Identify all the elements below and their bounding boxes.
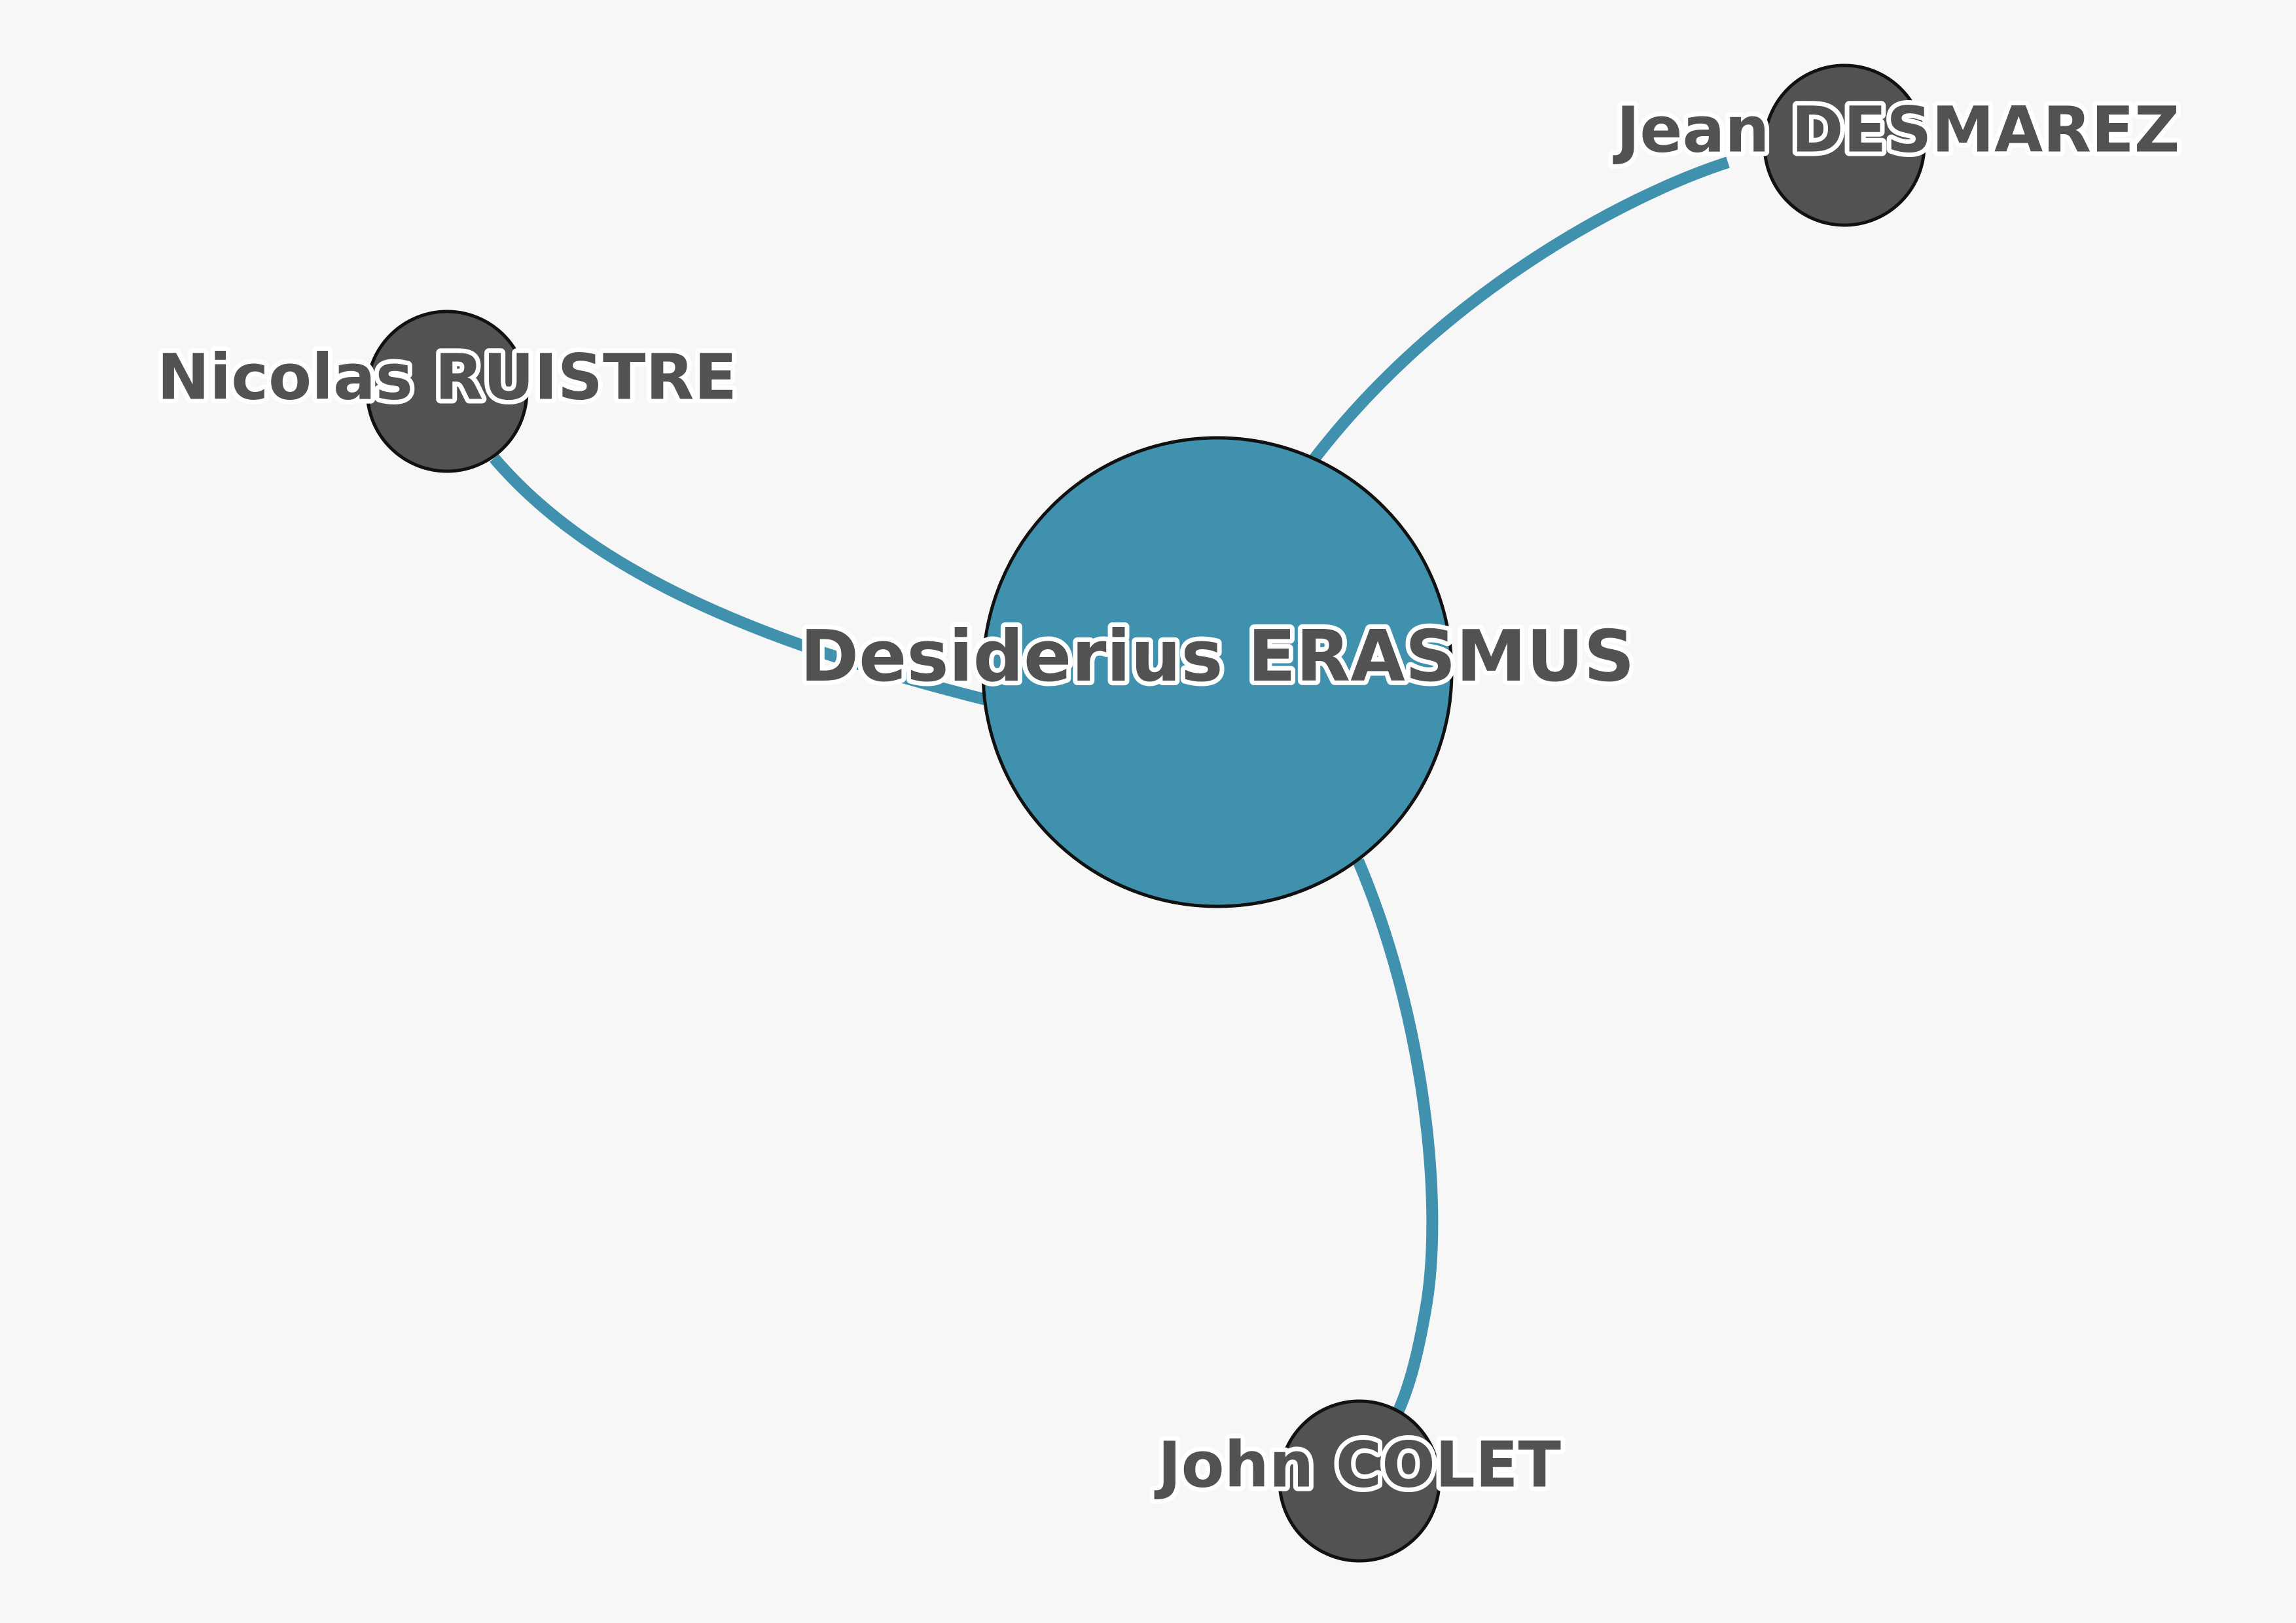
node-label-ruistre: Nicolas RUISTRE <box>157 340 737 414</box>
edge-erasmus-ruistre[interactable] <box>490 454 990 706</box>
node-label-desmarez: Jean DESMAREZ <box>1613 93 2180 166</box>
edge-erasmus-desmarez[interactable] <box>1307 156 1730 465</box>
node-label-colet: John COLET <box>1154 1428 1561 1501</box>
node-colet[interactable] <box>1278 1399 1441 1563</box>
node-desmarez[interactable] <box>1763 63 1926 227</box>
edge-erasmus-colet[interactable] <box>1352 858 1439 1423</box>
node-ruistre[interactable] <box>365 310 529 473</box>
label-layer: Desiderius ERASMUS Jean DESMAREZ Nicolas… <box>152 88 2184 1506</box>
node-label-erasmus: Desiderius ERASMUS <box>800 616 1634 698</box>
node-erasmus[interactable] <box>981 436 1454 908</box>
edge-layer <box>490 156 1730 1423</box>
node-layer <box>365 63 1926 1563</box>
